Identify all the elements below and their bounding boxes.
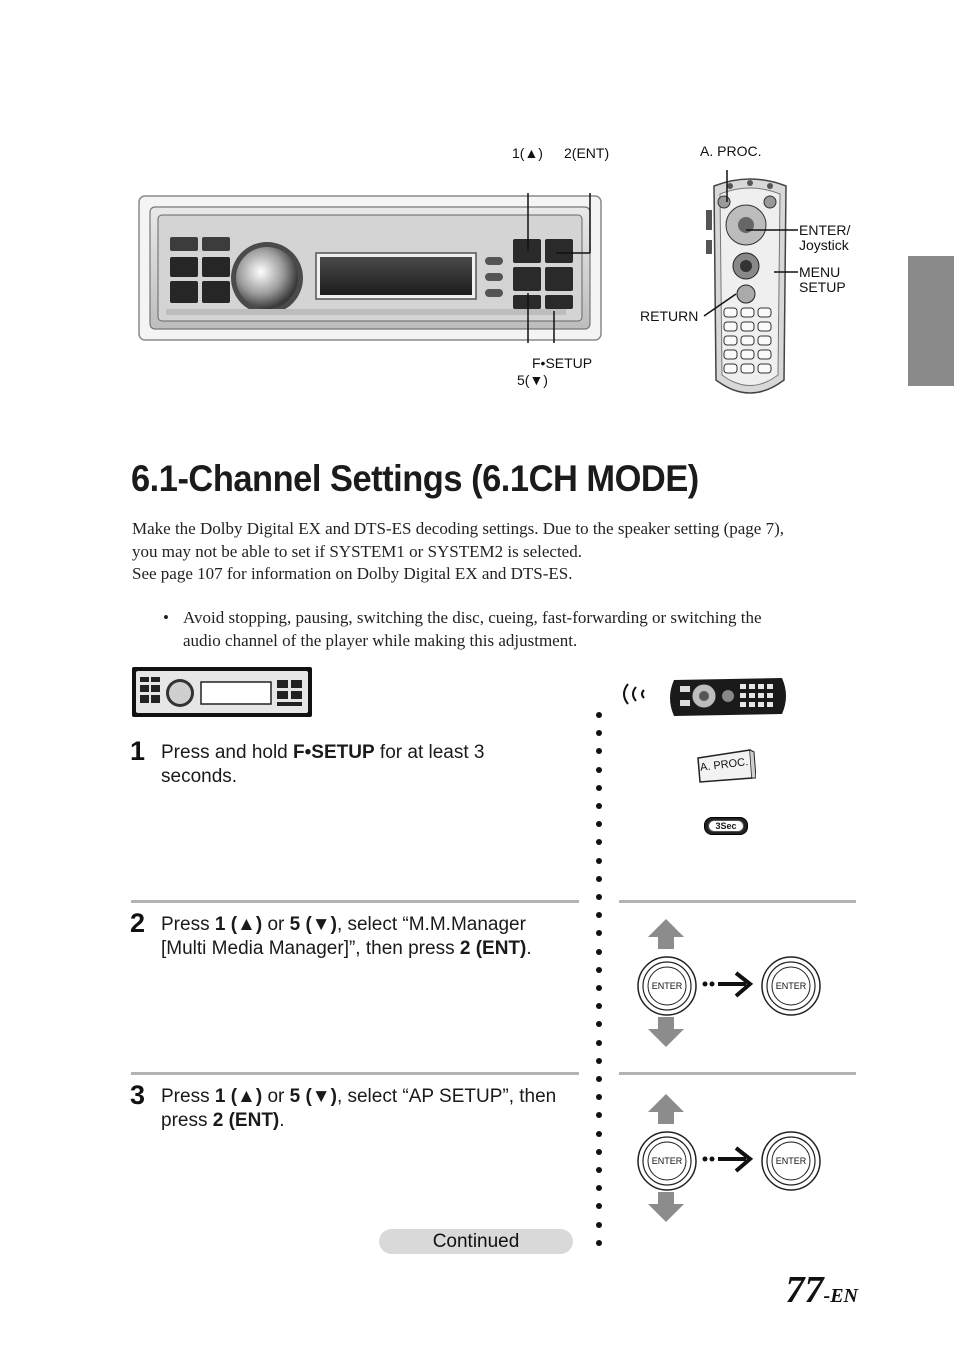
hold-3sec-badge: 3Sec bbox=[704, 817, 748, 835]
divider-dot bbox=[596, 1148, 602, 1155]
page-title: 6.1-Channel Settings (6.1CH MODE) bbox=[131, 458, 699, 499]
divider-dot bbox=[596, 857, 602, 864]
bullet-line-2: audio channel of the player while making… bbox=[183, 630, 578, 650]
divider-dot bbox=[596, 1130, 602, 1137]
continued-badge: Continued bbox=[379, 1229, 573, 1254]
divider-dot bbox=[596, 894, 602, 900]
divider-dot bbox=[596, 1239, 602, 1246]
down-button-label: 5(▼) bbox=[517, 372, 548, 388]
divider-dot bbox=[596, 821, 602, 828]
intro-line-2: you may not be able to set if SYSTEM1 or… bbox=[132, 541, 582, 561]
enter-joystick-label-1: ENTER/ bbox=[799, 222, 851, 238]
divider-dot bbox=[596, 1094, 602, 1101]
enter-label-2a: ENTER bbox=[651, 981, 683, 991]
hold-3sec-label: 3Sec bbox=[708, 820, 744, 832]
divider-dot bbox=[596, 730, 602, 737]
step-2-number: 2 bbox=[130, 908, 146, 938]
intro-paragraph: Make the Dolby Digital EX and DTS-ES dec… bbox=[132, 518, 852, 586]
enter-label-3a: ENTER bbox=[651, 1156, 683, 1166]
step-3-rule-left bbox=[131, 1072, 579, 1075]
section-tab bbox=[908, 256, 954, 386]
divider-dot bbox=[596, 1221, 602, 1228]
step-2-joystick-diagram bbox=[637, 919, 821, 1047]
fsetup-button-label: F•SETUP bbox=[532, 355, 593, 371]
divider-dot bbox=[596, 1021, 602, 1028]
menu-setup-label-2: SETUP bbox=[799, 279, 846, 295]
divider-dot bbox=[596, 1112, 602, 1119]
divider-dot bbox=[596, 1185, 602, 1192]
step-3-rule-right bbox=[619, 1072, 856, 1075]
step-3-number: 3 bbox=[130, 1080, 146, 1110]
divider-dot bbox=[596, 784, 602, 791]
intro-line-1: Make the Dolby Digital EX and DTS-ES dec… bbox=[132, 519, 784, 538]
intro-line-3: See page 107 for information on Dolby Di… bbox=[132, 564, 573, 583]
divider-dot bbox=[596, 985, 602, 991]
divider-dot bbox=[596, 712, 602, 718]
divider-dot bbox=[596, 803, 602, 809]
menu-setup-label-1: MENU bbox=[799, 264, 841, 280]
bullet-marker: • bbox=[163, 608, 169, 627]
up-button-label: 1(▲) bbox=[512, 145, 543, 161]
divider-dot bbox=[596, 948, 602, 955]
divider-dot bbox=[596, 1003, 602, 1010]
remote-control-illustration bbox=[703, 170, 798, 394]
divider-dot bbox=[596, 839, 602, 846]
divider-dot bbox=[596, 1076, 602, 1082]
enter-joystick-label-2: Joystick bbox=[799, 237, 849, 253]
page-number: 77-EN bbox=[785, 1269, 858, 1311]
return-label: RETURN bbox=[640, 308, 699, 324]
divider-dot bbox=[596, 912, 602, 919]
step-1-text: Press and hold F•SETUP for at least 3 se… bbox=[161, 742, 485, 787]
remote-signal-icon bbox=[623, 678, 786, 716]
bullet-line-1: Avoid stopping, pausing, switching the d… bbox=[183, 608, 762, 627]
fsetup-key: F•SETUP bbox=[293, 742, 375, 763]
divider-dot bbox=[596, 966, 602, 973]
enter-label-3b: ENTER bbox=[775, 1156, 807, 1166]
head-unit-icon bbox=[132, 667, 312, 717]
step-3-text: Press 1 (▲) or 5 (▼), select “AP SETUP”,… bbox=[161, 1086, 557, 1131]
head-unit-illustration bbox=[138, 193, 602, 343]
aproc-button-icon: A. PROC. bbox=[694, 748, 757, 783]
step-3-joystick-diagram bbox=[637, 1094, 821, 1222]
step-2-text: Press 1 (▲) or 5 (▼), select “M.M.Manage… bbox=[161, 914, 532, 959]
divider-dot bbox=[596, 748, 602, 755]
divider-dot bbox=[596, 1203, 602, 1210]
enter-label-2b: ENTER bbox=[775, 981, 807, 991]
aproc-label: A. PROC. bbox=[700, 143, 762, 159]
step-2-rule-right bbox=[619, 900, 856, 903]
step-1-number: 1 bbox=[130, 736, 146, 766]
divider-dot bbox=[596, 875, 602, 882]
divider-dot bbox=[596, 1057, 602, 1064]
divider-dot bbox=[596, 1039, 602, 1046]
divider-dot bbox=[596, 930, 602, 937]
ent-button-label: 2(ENT) bbox=[564, 145, 610, 161]
divider-dot bbox=[596, 766, 602, 773]
step-2-rule-left bbox=[131, 900, 579, 903]
divider-dot bbox=[596, 1167, 602, 1173]
